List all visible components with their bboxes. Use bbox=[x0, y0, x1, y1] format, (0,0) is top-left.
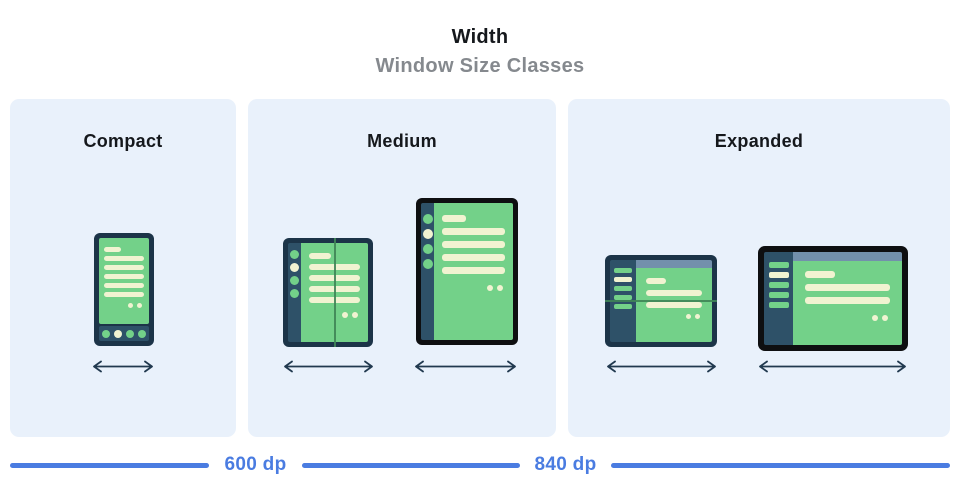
nav-dot-icon bbox=[138, 329, 146, 338]
skeleton-line bbox=[104, 292, 144, 297]
width-arrow-icon bbox=[415, 360, 516, 373]
skeleton-line bbox=[442, 241, 505, 248]
width-arrow-icon bbox=[93, 360, 153, 373]
sidebar-item-bar bbox=[614, 295, 632, 300]
tablet-landscape-illustration bbox=[758, 246, 908, 351]
sidebar-item-bar-active bbox=[614, 277, 632, 282]
skeleton-line bbox=[104, 247, 121, 252]
phone-illustration bbox=[94, 233, 154, 346]
skeleton-line bbox=[104, 265, 144, 270]
skeleton-dots bbox=[646, 314, 702, 319]
ruler-segment bbox=[10, 463, 209, 468]
sidebar-item-bar bbox=[768, 292, 789, 298]
app-window bbox=[636, 260, 712, 342]
app-content bbox=[793, 261, 902, 345]
ruler-segment bbox=[611, 463, 950, 468]
skeleton-line bbox=[805, 271, 835, 278]
foldable-portrait-illustration bbox=[283, 238, 373, 347]
skeleton-line bbox=[104, 256, 144, 261]
nav-dot-active-icon bbox=[290, 263, 299, 272]
nav-dot-icon bbox=[102, 329, 110, 338]
panel-medium: Medium bbox=[248, 99, 556, 437]
ruler-segment bbox=[302, 463, 520, 468]
width-arrow-icon bbox=[759, 360, 906, 373]
panel-compact-label: Compact bbox=[83, 131, 163, 151]
skeleton-line bbox=[646, 278, 666, 284]
skeleton-line bbox=[442, 267, 505, 274]
sidebar-rail bbox=[764, 252, 793, 345]
nav-dot-active-icon bbox=[422, 229, 433, 239]
app-top-bar bbox=[636, 260, 712, 268]
sidebar-item-bar bbox=[614, 286, 632, 291]
panel-expanded-label: Expanded bbox=[714, 131, 804, 151]
tablet-screen bbox=[434, 203, 513, 340]
width-arrow-icon bbox=[284, 360, 373, 373]
sidebar-item-bar bbox=[614, 268, 632, 273]
skeleton-dots bbox=[104, 303, 144, 308]
fold-crease bbox=[605, 300, 717, 302]
skeleton-line bbox=[104, 283, 144, 288]
skeleton-line bbox=[646, 302, 702, 308]
breakpoint-840dp-label: 840 dp bbox=[534, 454, 597, 475]
nav-rail bbox=[421, 203, 434, 340]
figure-title: Width bbox=[451, 26, 509, 48]
sidebar-item-bar bbox=[614, 304, 632, 309]
skeleton-dots bbox=[805, 315, 890, 321]
skeleton-line bbox=[442, 254, 505, 261]
nav-dot-icon bbox=[422, 259, 433, 269]
skeleton-dots bbox=[442, 285, 505, 291]
nav-rail bbox=[288, 243, 301, 342]
nav-dot-icon bbox=[126, 329, 134, 338]
fold-crease bbox=[334, 238, 336, 347]
skeleton-line bbox=[646, 290, 702, 296]
phone-nav-bar bbox=[99, 326, 149, 341]
panel-expanded: Expanded bbox=[568, 99, 950, 437]
skeleton-line bbox=[805, 284, 890, 291]
tablet-portrait-illustration bbox=[416, 198, 518, 345]
app-content bbox=[636, 268, 712, 342]
skeleton-line bbox=[805, 297, 890, 304]
skeleton-dots bbox=[309, 312, 360, 318]
sidebar-item-bar bbox=[768, 302, 789, 308]
nav-dot-icon bbox=[290, 289, 299, 298]
app-window bbox=[793, 252, 902, 345]
nav-dot-icon bbox=[422, 244, 433, 254]
app-top-bar bbox=[793, 252, 902, 261]
nav-dot-icon bbox=[290, 250, 299, 259]
foldable-landscape-illustration bbox=[605, 255, 717, 347]
panel-medium-label: Medium bbox=[367, 131, 437, 151]
skeleton-line bbox=[309, 253, 331, 259]
skeleton-line bbox=[104, 274, 144, 279]
skeleton-line bbox=[442, 215, 466, 222]
sidebar-item-bar-active bbox=[768, 272, 789, 278]
nav-dot-active-icon bbox=[114, 329, 122, 338]
width-arrow-icon bbox=[607, 360, 716, 373]
skeleton-line bbox=[442, 228, 505, 235]
figure-subtitle: Window Size Classes bbox=[375, 55, 585, 77]
breakpoint-600dp-label: 600 dp bbox=[224, 454, 287, 475]
phone-screen bbox=[99, 238, 149, 324]
sidebar-item-bar bbox=[768, 282, 789, 288]
nav-dot-icon bbox=[290, 276, 299, 285]
sidebar-item-bar bbox=[768, 262, 789, 268]
panel-compact: Compact bbox=[10, 99, 236, 437]
nav-dot-icon bbox=[422, 214, 433, 224]
